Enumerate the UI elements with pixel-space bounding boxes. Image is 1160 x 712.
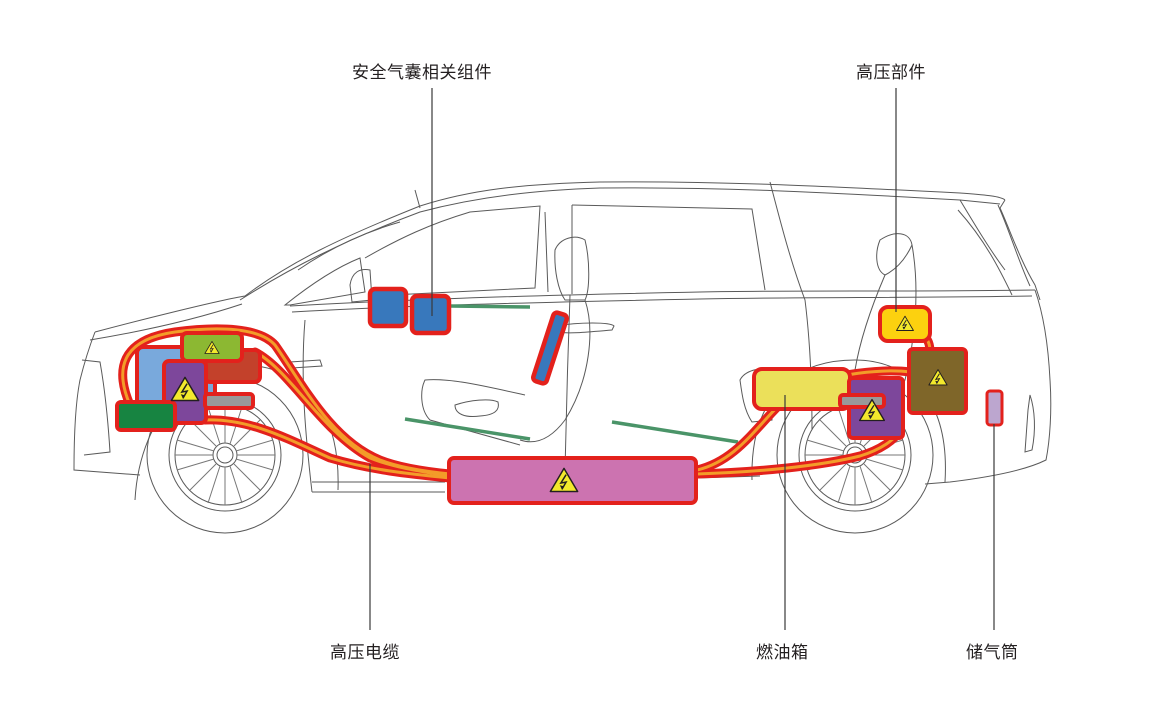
label-gas-cylinder: 储气筒 [966, 643, 1019, 663]
rail-door [449, 304, 531, 309]
airbag-curtain-front [367, 286, 409, 329]
label-fuel-tank: 燃油箱 [756, 643, 809, 663]
hv-cables [118, 324, 935, 483]
label-airbag-components: 安全气囊相关组件 [352, 63, 492, 83]
gas-cylinder [985, 389, 1004, 427]
main-battery-pack [447, 456, 698, 505]
leader-lines [369, 88, 995, 630]
front-component-green [115, 400, 177, 432]
front-component-gray [203, 392, 255, 410]
airbag-seat [531, 310, 569, 386]
fuel-tank [752, 367, 852, 411]
front-hv-components [115, 331, 262, 432]
airbag-components [367, 286, 569, 386]
label-hv-parts: 高压部件 [856, 63, 926, 83]
airbag-side [409, 293, 452, 336]
rail-front-seat [404, 417, 531, 441]
rear-component-gray [838, 393, 886, 409]
seat-rails [404, 304, 739, 444]
rail-rear-seat [611, 420, 739, 444]
label-hv-cable: 高压电缆 [330, 643, 400, 663]
